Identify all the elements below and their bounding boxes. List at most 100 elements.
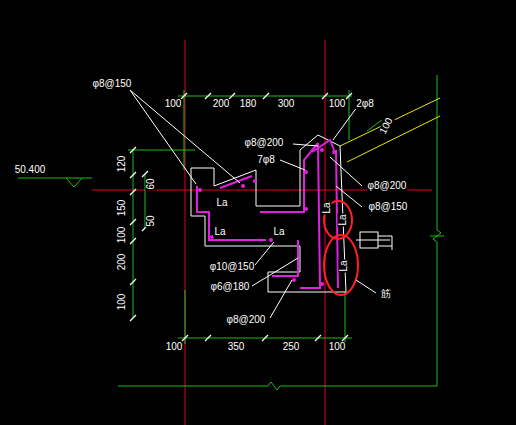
elevation-mark (18, 178, 92, 187)
drawing-stroke (324, 235, 358, 295)
dimension: 300 (277, 99, 296, 109)
dimension: 100 (164, 99, 183, 109)
anchor-length: La (213, 227, 226, 237)
rebar-label: φ8@150 (368, 202, 409, 212)
drawing-stroke (182, 335, 188, 341)
anchor-length: La (339, 259, 349, 272)
drawing-stroke (340, 98, 440, 146)
drawing-stroke (130, 238, 136, 244)
rebar-label: φ8@200 (244, 138, 285, 148)
anchor-length: La (338, 213, 348, 226)
dimension: 60 (146, 177, 156, 190)
drawing-stroke (280, 160, 305, 170)
section-outline (191, 135, 346, 292)
drawing-stroke (260, 143, 318, 212)
drawing-stroke (320, 282, 324, 286)
drawing-stroke (184, 90, 185, 170)
sloped-slab (340, 98, 440, 162)
drawing-stroke (130, 279, 136, 285)
drawing-stroke (325, 40, 326, 425)
dimension: 100 (117, 293, 127, 312)
drawing-stroke (269, 238, 273, 242)
drawing-stroke (205, 93, 211, 99)
drawing-stroke (241, 184, 245, 188)
drawing-stroke (430, 236, 444, 237)
drawing-stroke (255, 242, 274, 265)
dimension: 100 (328, 342, 347, 352)
drawing-stroke (270, 280, 292, 318)
rebar-label: φ8@200 (367, 181, 408, 191)
rebar (197, 140, 338, 288)
drawing-stroke (198, 188, 202, 192)
drawing-stroke (130, 219, 136, 225)
drawing-stroke (220, 176, 252, 188)
drawing-stroke (349, 90, 350, 140)
rebar-label: 7φ8 (256, 155, 276, 165)
dimension: 200 (212, 99, 231, 109)
dimension-ticks (130, 93, 352, 341)
frame-lines (118, 75, 444, 390)
drawing-stroke (378, 236, 392, 237)
drawing-stroke (345, 292, 346, 344)
dimension: 200 (117, 253, 127, 272)
anchor-length: La (322, 201, 332, 214)
drawing-stroke (356, 240, 390, 241)
elevation: 50.400 (14, 165, 47, 175)
drawing-stroke (263, 93, 269, 99)
drawing-stroke (128, 150, 195, 151)
anchor-length: La (215, 198, 228, 208)
drawing-stroke (18, 178, 92, 179)
drawing-stroke (142, 171, 148, 177)
drawing-stroke (304, 207, 308, 211)
dimension: 100 (165, 342, 184, 352)
dimension: 100 (328, 99, 347, 109)
rebar-label: φ10@150 (209, 262, 255, 272)
dimension: 250 (282, 342, 301, 352)
drawing-stroke (356, 280, 376, 293)
drawing-stroke (304, 170, 308, 174)
drawing-stroke (185, 40, 186, 425)
drawing-stroke (320, 148, 324, 152)
drawing-stroke (347, 116, 440, 162)
rebar-label: φ8@150 (92, 79, 133, 89)
drawing-stroke (342, 335, 348, 341)
drawing-stroke (130, 90, 240, 183)
anchor-length: La (272, 227, 285, 237)
dimension: 350 (227, 342, 246, 352)
highlight-circles (324, 201, 358, 295)
drawing-stroke (66, 178, 82, 187)
drawing-stroke (332, 150, 336, 154)
dimension: 120 (117, 155, 127, 174)
dimension: 50 (146, 214, 156, 227)
drawing-stroke (253, 179, 257, 183)
dimension: 100 (117, 226, 127, 245)
leader-lines (130, 90, 376, 318)
drawing-stroke (378, 246, 392, 247)
drawing-stroke (315, 335, 321, 341)
dimension: 180 (239, 99, 258, 109)
drawing-stroke (185, 290, 186, 344)
rebar-dots (198, 148, 336, 286)
drawing-stroke (292, 278, 296, 282)
note: 筋 (380, 289, 392, 299)
dimension-lines (128, 90, 382, 344)
section-symbol (356, 232, 392, 250)
axis-lines (92, 40, 432, 425)
drawing-stroke (130, 189, 136, 195)
drawing-stroke (392, 236, 393, 250)
drawing-stroke (118, 382, 437, 390)
dimension: 150 (117, 199, 127, 218)
rebar-label: φ6@180 (210, 282, 251, 292)
drawing-stroke (272, 240, 298, 276)
rebar-label: φ8@200 (226, 315, 267, 325)
drawing-stroke (130, 315, 136, 321)
rebar-label: 2φ8 (355, 99, 375, 109)
drawing-stroke (262, 335, 268, 341)
drawing-stroke (433, 75, 441, 386)
drawing-stroke (300, 143, 320, 288)
drawing-stroke (205, 335, 211, 341)
drawing-stroke (330, 157, 362, 186)
dimension: 100 (377, 115, 395, 136)
